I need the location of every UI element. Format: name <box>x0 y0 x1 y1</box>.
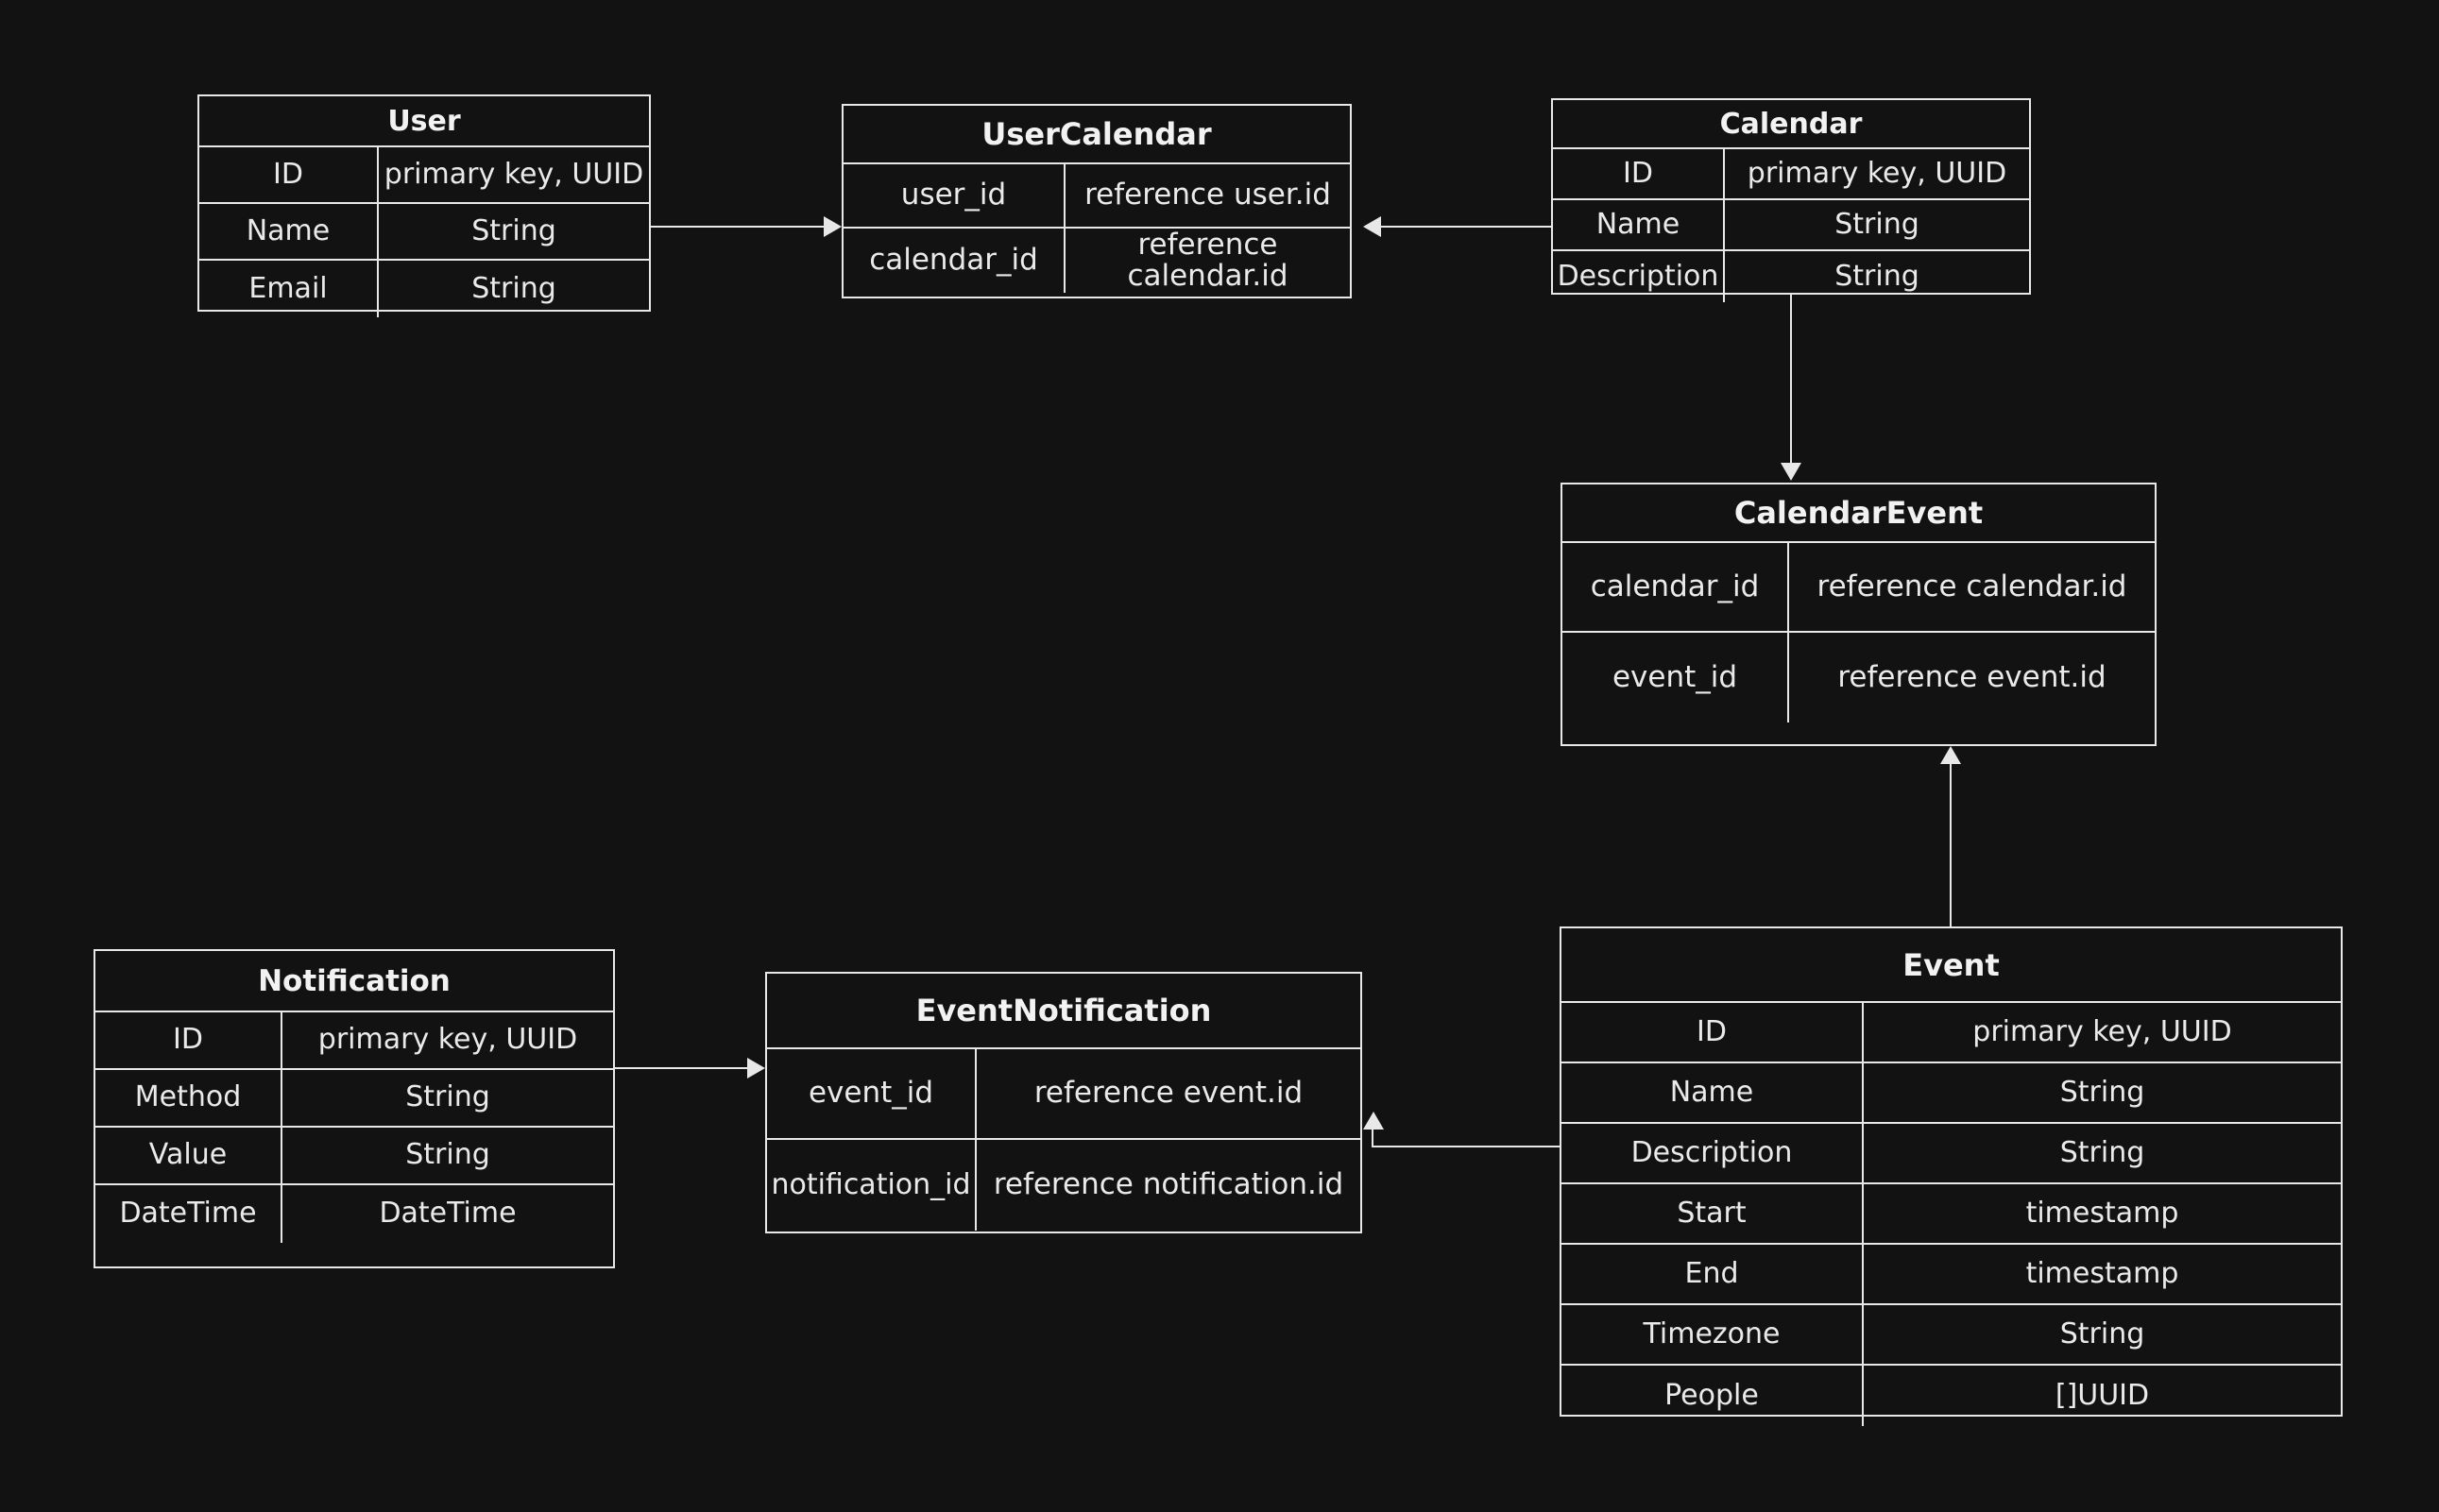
entity-title-event: Event <box>1561 928 2341 1003</box>
entity-event[interactable]: Event ID primary key, UUID Name String D… <box>1560 926 2343 1426</box>
field-type: String <box>471 271 556 305</box>
table-row: Name String <box>199 204 649 261</box>
entity-usercalendar[interactable]: UserCalendar user_id reference user.id c… <box>842 104 1352 298</box>
table-row: Name String <box>1561 1063 2341 1124</box>
entity-title-user: User <box>199 96 649 147</box>
connector-calendar-to-usercalendar <box>1381 226 1551 228</box>
table-row: notification_id reference notification.i… <box>767 1140 1360 1231</box>
field-type: reference user.id <box>1084 178 1331 212</box>
table-row: Timezone String <box>1561 1305 2341 1366</box>
table-row: People []UUID <box>1561 1366 2341 1426</box>
entity-title-usercalendar: UserCalendar <box>844 106 1350 164</box>
arrowhead-user-to-usercalendar <box>824 216 842 237</box>
entity-title-notification: Notification <box>95 951 613 1012</box>
connector-calendar-to-calendarevent <box>1790 295 1792 463</box>
field-name: event_id <box>767 1049 977 1138</box>
table-row: Name String <box>1553 200 2029 251</box>
entity-user[interactable]: User ID primary key, UUID Name String Em… <box>197 94 651 317</box>
table-row: End timestamp <box>1561 1245 2341 1305</box>
table-row: event_id reference event.id <box>1562 633 2155 722</box>
connector-event-to-eventnotification-vertical <box>1372 1130 1373 1147</box>
field-type: reference event.id <box>1837 659 2106 694</box>
field-name: calendar_id <box>844 229 1066 293</box>
field-name: Description <box>1553 251 1725 302</box>
field-name: notification_id <box>767 1140 977 1231</box>
field-type: primary key, UUID <box>1747 156 2007 190</box>
table-row: ID primary key, UUID <box>1561 1003 2341 1063</box>
field-type: reference event.id <box>1033 1076 1304 1111</box>
entity-calendar[interactable]: Calendar ID primary key, UUID Name Strin… <box>1551 98 2031 302</box>
field-type: reference calendar.id <box>1816 569 2127 603</box>
field-name: Start <box>1561 1184 1864 1243</box>
field-name: ID <box>199 147 379 202</box>
field-name: Description <box>1561 1124 1864 1182</box>
field-name: ID <box>95 1012 282 1068</box>
field-type: timestamp <box>2025 1196 2179 1230</box>
table-row: ID primary key, UUID <box>1553 149 2029 200</box>
field-type: primary key, UUID <box>317 1023 578 1057</box>
field-name: ID <box>1553 149 1725 198</box>
table-row: Start timestamp <box>1561 1184 2341 1245</box>
table-row: Method String <box>95 1070 613 1128</box>
arrowhead-notification-to-eventnotification <box>747 1058 765 1079</box>
field-type: primary key, UUID <box>1972 1014 2232 1048</box>
arrowhead-calendar-to-calendarevent <box>1781 463 1801 481</box>
field-type: String <box>1834 259 1919 293</box>
field-name: Value <box>95 1128 282 1183</box>
connector-user-to-usercalendar <box>651 226 824 228</box>
entity-title-calendarevent: CalendarEvent <box>1562 484 2155 543</box>
field-name: ID <box>1561 1003 1864 1062</box>
field-type: String <box>2059 1317 2145 1351</box>
entity-eventnotification[interactable]: EventNotification event_id reference eve… <box>765 972 1362 1233</box>
field-name: Name <box>199 204 379 259</box>
connector-event-to-calendarevent <box>1950 764 1952 926</box>
entity-calendarevent[interactable]: CalendarEvent calendar_id reference cale… <box>1561 483 2157 746</box>
arrowhead-event-to-calendarevent <box>1940 746 1961 764</box>
field-name: DateTime <box>95 1185 282 1243</box>
entity-notification[interactable]: Notification ID primary key, UUID Method… <box>94 949 615 1268</box>
field-type: []UUID <box>2055 1378 2150 1412</box>
field-type: String <box>2059 1075 2145 1109</box>
field-name: Name <box>1553 200 1725 249</box>
field-name: Email <box>199 261 379 317</box>
table-row: Description String <box>1561 1124 2341 1184</box>
field-type: primary key, UUID <box>384 157 644 191</box>
table-row: ID primary key, UUID <box>199 147 649 204</box>
table-row: Description String <box>1553 251 2029 302</box>
arrowhead-calendar-to-usercalendar <box>1363 216 1381 237</box>
table-row: Value String <box>95 1128 613 1185</box>
connector-notification-to-eventnotification <box>615 1067 747 1069</box>
field-type: String <box>471 213 556 247</box>
field-type: String <box>405 1138 490 1172</box>
entity-title-eventnotification: EventNotification <box>767 974 1360 1049</box>
field-type: String <box>1834 207 1919 241</box>
table-row: DateTime DateTime <box>95 1185 613 1243</box>
field-name: End <box>1561 1245 1864 1303</box>
field-name: Timezone <box>1561 1305 1864 1364</box>
field-name: People <box>1561 1366 1864 1426</box>
table-row: event_id reference event.id <box>767 1049 1360 1140</box>
table-row: Email String <box>199 261 649 317</box>
entity-title-calendar: Calendar <box>1553 100 2029 149</box>
table-row: ID primary key, UUID <box>95 1012 613 1070</box>
field-name: event_id <box>1562 633 1789 722</box>
field-type: reference calendar.id <box>1127 227 1288 293</box>
table-row: user_id reference user.id <box>844 164 1350 229</box>
field-type: reference notification.id <box>993 1167 1344 1202</box>
table-row: calendar_id reference calendar.id <box>1562 543 2155 633</box>
field-type: String <box>2059 1135 2145 1169</box>
field-name: user_id <box>844 164 1066 227</box>
connector-event-to-eventnotification-horizontal <box>1372 1146 1561 1147</box>
field-name: calendar_id <box>1562 543 1789 631</box>
table-row: calendar_id reference calendar.id <box>844 229 1350 293</box>
field-type: DateTime <box>379 1197 517 1231</box>
field-type: String <box>405 1080 490 1114</box>
field-name: Method <box>95 1070 282 1126</box>
field-type: timestamp <box>2025 1256 2179 1290</box>
field-name: Name <box>1561 1063 1864 1122</box>
arrowhead-event-to-eventnotification <box>1363 1112 1384 1130</box>
